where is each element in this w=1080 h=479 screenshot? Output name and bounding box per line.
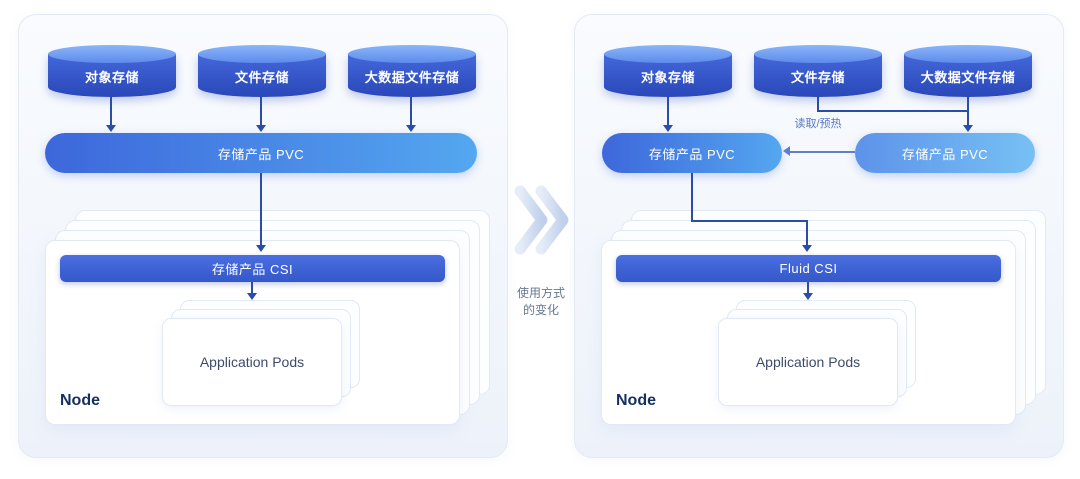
connector-line (251, 282, 253, 294)
pods-label: Application Pods (755, 354, 861, 370)
left-cylinder-object-storage: 对象存储 (48, 45, 176, 97)
csi-label: Fluid CSI (779, 261, 838, 276)
read-preheat-line (790, 151, 855, 153)
cylinder-label: 文件存储 (234, 70, 289, 85)
arrowhead-down (106, 125, 116, 132)
arrowhead-left (783, 146, 790, 156)
connector-line (806, 220, 808, 246)
pvc-label: 存储产品 PVC (217, 146, 305, 162)
transition-caption: 使用方式 的变化 (499, 285, 583, 320)
arrowhead-down (802, 245, 812, 252)
cylinder-top-ellipse (904, 45, 1032, 63)
connector-line (260, 97, 262, 126)
arrowhead-down (256, 245, 266, 252)
left-pvc-pill: 存储产品 PVC (45, 133, 477, 173)
arrowhead-down (663, 125, 673, 132)
right-cylinder-file-storage: 文件存储 (754, 45, 882, 97)
left-cylinder-bigdata-file-storage: 大数据文件存储 (348, 45, 476, 97)
connector-line (691, 173, 693, 222)
cylinder-top-ellipse (348, 45, 476, 63)
csi-label: 存储产品 CSI (211, 262, 294, 277)
transition-caption-line1: 使用方式 (516, 286, 565, 300)
arrowhead-down (803, 293, 813, 300)
left-node-label: Node (60, 392, 100, 409)
read-preheat-label: 读取/预热 (794, 118, 842, 130)
connector-line (807, 282, 809, 294)
pods-label: Application Pods (199, 354, 305, 370)
cylinder-top-ellipse (604, 45, 732, 63)
connector-line (967, 97, 969, 126)
cylinder-top-ellipse (754, 45, 882, 63)
right-cylinder-bigdata-file-storage: 大数据文件存储 (904, 45, 1032, 97)
connector-line (410, 97, 412, 126)
right-pvc-pill-storage: 存储产品 PVC (855, 133, 1035, 173)
transition-chevron-icon (514, 185, 569, 255)
cylinder-label: 文件存储 (790, 70, 845, 85)
arrowhead-down (247, 293, 257, 300)
connector-line (667, 97, 669, 126)
connector-line (691, 220, 807, 222)
pvc-label: 存储产品 PVC (648, 146, 736, 162)
pvc-label: 存储产品 PVC (901, 146, 989, 162)
connector-line (110, 97, 112, 126)
cylinder-label: 对象存储 (640, 70, 695, 85)
left-csi-bar: 存储产品 CSI (60, 255, 445, 282)
arrowhead-down (406, 125, 416, 132)
right-cylinder-object-storage: 对象存储 (604, 45, 732, 97)
right-node-label: Node (616, 392, 656, 409)
connector-line (817, 97, 819, 112)
cylinder-top-ellipse (198, 45, 326, 63)
cylinder-label: 大数据文件存储 (364, 70, 460, 85)
cylinder-label: 对象存储 (84, 70, 139, 85)
right-pvc-pill-fluid: 存储产品 PVC (602, 133, 782, 173)
arrowhead-down (963, 125, 973, 132)
cylinder-top-ellipse (48, 45, 176, 63)
connector-line (817, 110, 968, 112)
left-cylinder-file-storage: 文件存储 (198, 45, 326, 97)
connector-line (260, 173, 262, 245)
arrowhead-down (256, 125, 266, 132)
right-fluid-csi-bar: Fluid CSI (616, 255, 1001, 282)
right-application-pods-card: Application Pods (718, 318, 898, 406)
cylinder-label: 大数据文件存储 (920, 70, 1016, 85)
left-application-pods-card: Application Pods (162, 318, 342, 406)
transition-caption-line2: 的变化 (522, 303, 559, 318)
